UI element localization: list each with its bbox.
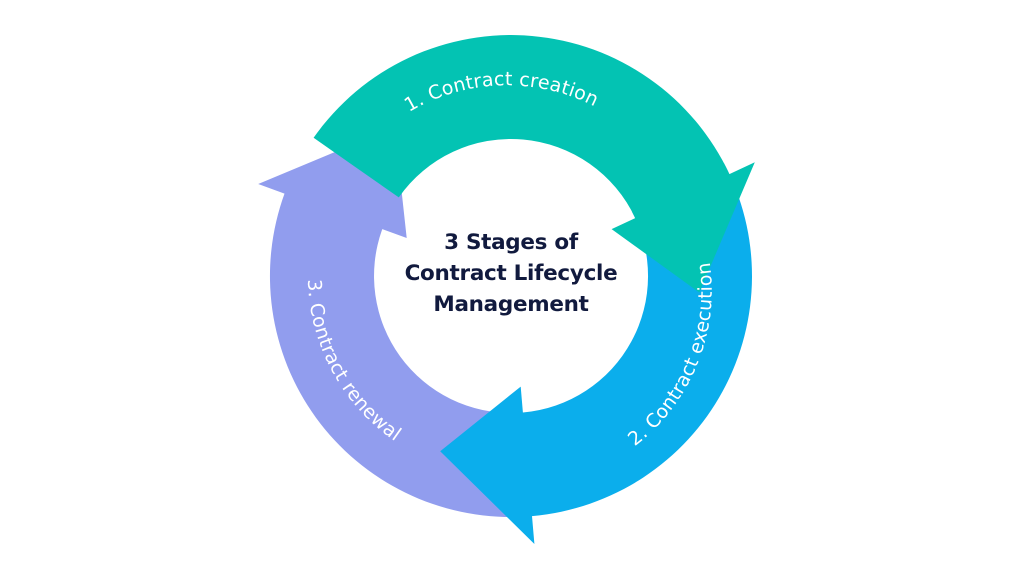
stage-3-arrow — [258, 127, 520, 518]
title-line-1: 3 Stages of — [444, 230, 578, 255]
stage-1-arrow — [313, 35, 755, 293]
diagram-title: 3 Stages of Contract Lifecycle Managemen… — [381, 227, 641, 320]
title-line-3: Management — [433, 292, 589, 317]
title-line-2: Contract Lifecycle — [404, 261, 618, 286]
